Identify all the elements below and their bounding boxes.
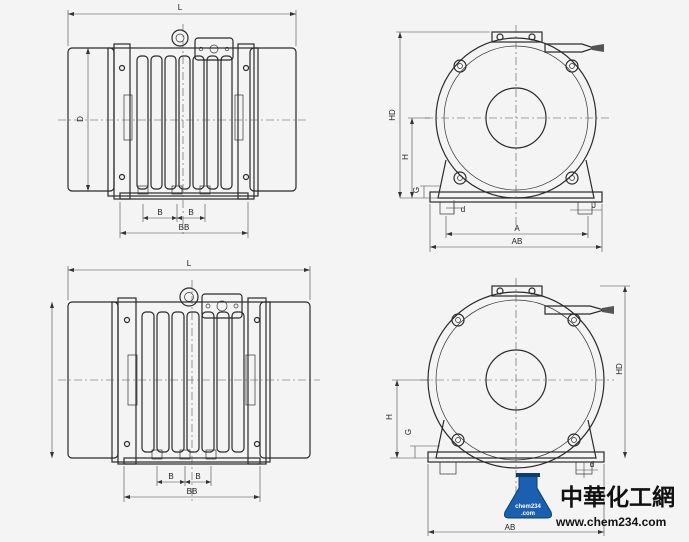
dim-label-HD-top: HD — [388, 109, 397, 121]
side-view-top — [58, 10, 306, 238]
dim-label-H-bottom: H — [385, 414, 394, 420]
flask-text-2: .com — [521, 511, 535, 517]
side-view-bottom — [50, 266, 320, 504]
end-view-bottom — [390, 278, 630, 536]
dim-label-A-top: A — [514, 224, 520, 233]
dim-label-L-top: L — [178, 3, 183, 12]
dim-label-G-bottom: G — [404, 429, 413, 435]
dim-label-B2-top: B — [188, 208, 193, 217]
dim-label-HD-bottom: HD — [615, 363, 624, 375]
dim-label-B1-top: B — [157, 208, 162, 217]
watermark-chinese-title: 中華化工網 — [560, 484, 675, 511]
flask-text-1: chem234 — [515, 504, 541, 510]
dim-label-AB-top: AB — [512, 237, 523, 246]
watermark-logo: chem234 .com — [504, 473, 552, 519]
dim-label-H-top: H — [401, 154, 410, 160]
dim-label-D-top: D — [76, 116, 85, 122]
dim-label-L-bottom: L — [187, 259, 192, 268]
dim-label-d-top: d — [461, 205, 465, 214]
dim-label-d-bottom: d — [590, 460, 594, 469]
watermark-url: www.chem234.com — [555, 515, 666, 529]
dim-label-B2-bottom: B — [195, 472, 200, 481]
end-view-top — [396, 25, 612, 252]
dim-label-BB-top: BB — [179, 223, 190, 232]
dim-label-G-top: G — [412, 187, 421, 193]
dim-label-B1-bottom: B — [168, 472, 173, 481]
dim-label-AB-bottom: AB — [505, 523, 516, 532]
dim-label-BB-bottom: BB — [187, 487, 198, 496]
dim-label-J-top: J — [592, 201, 596, 210]
